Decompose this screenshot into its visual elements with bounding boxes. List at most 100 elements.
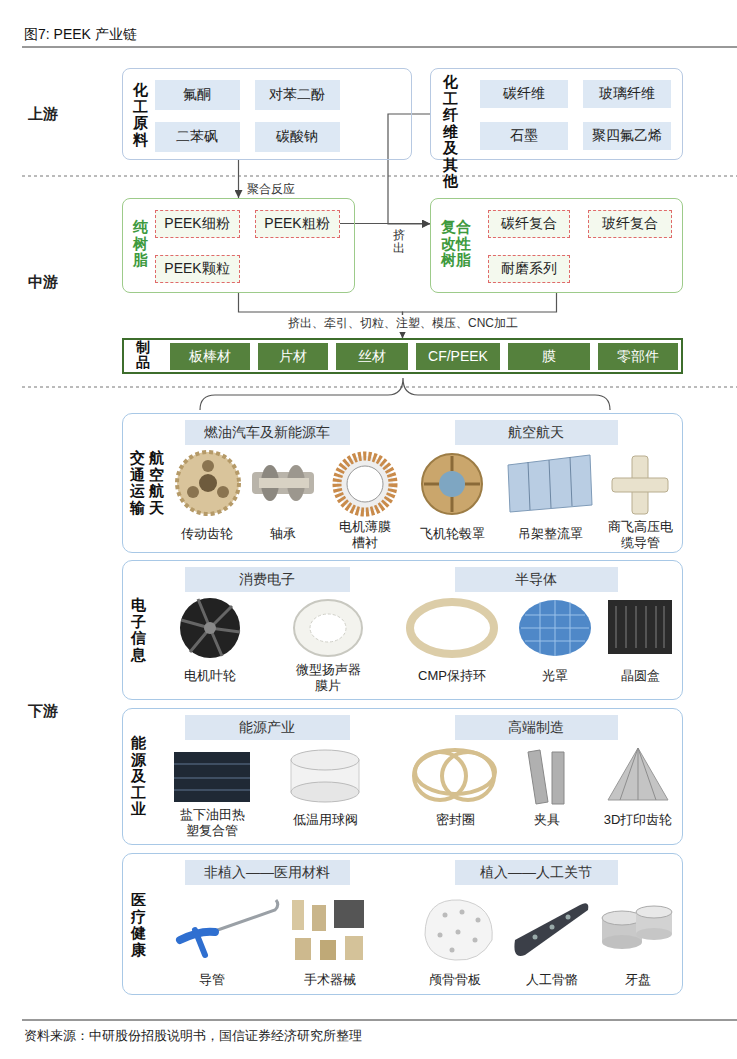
hub-cover-illustration	[439, 471, 465, 497]
sector-header: 消费电子	[185, 567, 350, 592]
item-caption: 盐下油田热 塑复合管	[176, 807, 248, 838]
material-box: 碳酸钠	[255, 122, 340, 152]
impeller-illustration	[180, 598, 240, 658]
box-label: 板棒材	[189, 348, 231, 365]
resin-box: PEEK粗粉	[255, 210, 340, 238]
speaker-membrane-illustration	[294, 600, 362, 656]
valve-illustration	[291, 750, 359, 770]
sector-header: 航空航天	[455, 420, 618, 445]
box-label: 碳纤复合	[501, 215, 557, 232]
process-label: 聚合反应	[247, 181, 295, 198]
skull-plate-illustration	[450, 948, 455, 953]
item-caption: 手术器械	[290, 972, 370, 988]
box-label: 对苯二酚	[269, 86, 325, 103]
slot-liner-illustration	[347, 466, 383, 502]
impeller-illustration	[180, 598, 240, 658]
wafer-box-illustration	[616, 606, 664, 648]
item-caption: 3D打印齿轮	[593, 812, 683, 828]
instruments-illustration	[292, 900, 364, 960]
box-label: 氟酮	[183, 86, 211, 103]
resin-box: PEEK细粉	[155, 210, 240, 238]
item-caption: 微型扬声器 膜片	[292, 662, 364, 693]
box-label: 燃油汽车及新能源车	[204, 424, 330, 441]
resin-box: 耐磨系列	[488, 255, 570, 283]
tier-label: 中游	[28, 273, 58, 292]
fairing-illustration	[508, 455, 592, 512]
item-caption: 电机叶轮	[165, 668, 255, 684]
skull-plate-illustration	[425, 900, 492, 960]
sector-header: 能源产业	[185, 715, 350, 740]
material-box: 聚四氟乙烯	[583, 122, 671, 150]
impeller-illustration	[181, 599, 240, 656]
hub-cover-illustration	[422, 454, 482, 514]
item-caption: 吊架整流罩	[505, 526, 595, 542]
tier-divider	[22, 387, 737, 388]
bone-plate-illustration	[550, 925, 555, 930]
product-box: 膜	[508, 343, 590, 370]
gear-illustration	[199, 474, 217, 492]
item-caption: 颅骨骨板	[415, 972, 495, 988]
material-box: 二苯砜	[155, 122, 240, 152]
skull-plate-illustration	[443, 913, 448, 918]
instruments-illustration	[295, 938, 311, 960]
instruments-illustration	[320, 940, 336, 960]
box-label: 碳纤维	[503, 85, 545, 102]
bone-plate-illustration	[514, 903, 588, 956]
box-label: 高端制造	[508, 719, 564, 736]
printed-gear-illustration	[608, 748, 668, 800]
item-caption: 低温用球阀	[280, 812, 370, 828]
resin-panel: 纯树脂PEEK细粉PEEK粗粉PEEK颗粒	[122, 198, 355, 293]
resin-box: 玻纤复合	[588, 210, 672, 238]
clamp-illustration	[528, 750, 548, 804]
item-caption: 晶圆盒	[605, 668, 675, 684]
vertical-label: 化工原料	[133, 82, 148, 148]
clamp-illustration	[552, 752, 564, 804]
bearing-illustration	[252, 472, 314, 494]
box-label: 能源产业	[239, 719, 295, 736]
conduit-illustration	[612, 456, 668, 514]
figure-title: 图7: PEEK 产业链	[24, 26, 137, 44]
instruments-illustration	[292, 900, 304, 930]
bone-plate-illustration	[514, 903, 588, 956]
catheter-illustration	[195, 930, 205, 955]
box-label: CF/PEEK	[428, 348, 488, 365]
skull-plate-illustration	[438, 910, 481, 953]
material-box: 对苯二酚	[255, 80, 340, 110]
resin-box: PEEK颗粒	[155, 255, 240, 283]
instruments-illustration	[334, 900, 364, 928]
item-caption: 光罩	[520, 668, 590, 684]
item-caption: 人工骨骼	[512, 972, 592, 988]
rules	[22, 1020, 737, 1021]
bearing-illustration	[252, 465, 314, 501]
product-box: 零部件	[598, 343, 678, 370]
instruments-illustration	[312, 905, 326, 931]
rules	[22, 47, 737, 1020]
wafer-box-illustration	[608, 600, 672, 654]
item-caption: 夹具	[517, 812, 577, 828]
sector-header: 高端制造	[455, 715, 618, 740]
printed-gear-illustration	[620, 748, 656, 800]
valve-illustration	[291, 750, 359, 802]
skull-plate-illustration	[425, 900, 492, 960]
bone-plate-illustration	[533, 915, 571, 940]
item-caption: 商飞高压电 缆导管	[604, 519, 676, 550]
photomask-illustration	[519, 600, 591, 656]
item-caption: 牙盘	[603, 972, 673, 988]
box-label: 碳酸钠	[276, 128, 318, 145]
product-box: 丝材	[336, 343, 408, 370]
vertical-label: 交通运输	[130, 450, 145, 516]
box-label: 耐磨系列	[501, 260, 557, 277]
seal-ring-illustration	[415, 750, 495, 794]
photomask-illustration	[521, 600, 589, 656]
vertical-label: 制品	[136, 340, 150, 371]
valve-illustration	[291, 782, 359, 802]
resin-panel: 复合改性树脂碳纤复合玻纤复合耐磨系列	[430, 198, 683, 293]
flow-arrow	[388, 114, 430, 224]
box-label: 零部件	[617, 348, 659, 365]
sector-header: 非植入——医用材料	[185, 860, 350, 885]
vertical-label: 化工纤维及其他	[443, 74, 458, 190]
box-label: 航空航天	[508, 424, 564, 441]
item-caption: 电机薄膜 槽衬	[334, 519, 396, 550]
fairing-illustration	[508, 455, 592, 512]
box-label: 植入——人工关节	[480, 864, 592, 881]
